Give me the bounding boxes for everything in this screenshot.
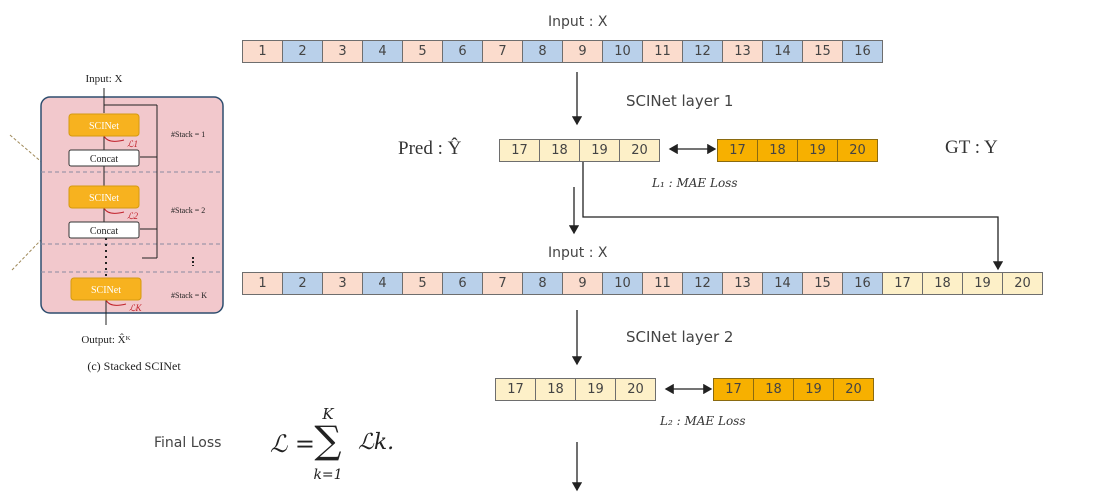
input-label: Input: X: [86, 73, 123, 85]
input-label-middle: Input : X: [548, 245, 608, 261]
sum-upper-limit: K: [322, 405, 334, 423]
sequence-cell: 9: [562, 272, 603, 295]
sequence-cell: 15: [802, 272, 843, 295]
sequence-cell: 7: [482, 40, 523, 63]
stack-2-label: #Stack = 2: [171, 206, 205, 215]
scinet-label: SCINet: [89, 121, 119, 132]
sequence-cell: 12: [682, 272, 723, 295]
sequence-cell: 10: [602, 40, 643, 63]
sequence-cell: 20: [619, 139, 660, 162]
sequence-cell: 3: [322, 272, 363, 295]
sequence-cell: 19: [797, 139, 838, 162]
sequence-cell: 15: [802, 40, 843, 63]
loss-arrow: [103, 207, 125, 214]
scinet-block-1: [68, 113, 140, 137]
sequence-cell: 19: [962, 272, 1003, 295]
loss-1-label: L₁ : MAE Loss: [652, 176, 738, 190]
sequence-cell: 18: [539, 139, 580, 162]
sequence-cell: 12: [682, 40, 723, 63]
flow-lines: [103, 88, 158, 325]
scinet-layer-2-label: SCINet layer 2: [626, 328, 734, 346]
formula-lhs: ℒ =: [270, 430, 316, 458]
sequence-cell: 6: [442, 40, 483, 63]
sequence-cell: 7: [482, 272, 523, 295]
sum-symbol: ∑: [314, 418, 342, 462]
flow-arrows: [568, 72, 1004, 492]
sequence-cell: 13: [722, 40, 763, 63]
sequence-cell: 19: [793, 378, 834, 401]
final-loss-label: Final Loss: [154, 435, 222, 451]
sequence-cell: 20: [837, 139, 878, 162]
sequence-cell: 20: [833, 378, 874, 401]
sequence-cell: 3: [322, 40, 363, 63]
loss-k-label: ℒK: [129, 303, 142, 313]
sequence-cell: 19: [579, 139, 620, 162]
loss-2-label: L₂ : MAE Loss: [660, 414, 746, 428]
sequence-cell: 9: [562, 40, 603, 63]
sequence-cell: 5: [402, 40, 443, 63]
sum-lower-limit: k=1: [313, 467, 343, 483]
sequence-cell: 18: [922, 272, 963, 295]
sequence-cell: 17: [499, 139, 540, 162]
stack-1-label: #Stack = 1: [171, 130, 205, 139]
sequence-cell: 8: [522, 272, 563, 295]
sequence-cell: 14: [762, 40, 803, 63]
sequence-cell: 1: [242, 272, 283, 295]
loss-arrow: [105, 299, 127, 306]
final-loss-formula: ℒ = K ∑ k=1 ℒk.: [268, 405, 428, 495]
concat-label: Concat: [90, 226, 119, 237]
concat-block-1: [68, 149, 140, 167]
sequence-cell: 11: [642, 272, 683, 295]
scinet-label: SCINet: [89, 193, 119, 204]
concat-label: Concat: [90, 154, 119, 165]
output-label: Output: X̂ᴷ: [81, 333, 130, 346]
formula-term: ℒk.: [358, 430, 395, 455]
scinet-layer-1-label: SCINet layer 1: [626, 92, 734, 110]
sequence-cell: 17: [882, 272, 923, 295]
figure-caption: (c) Stacked SCINet: [87, 359, 181, 373]
sequence-cell: 4: [362, 40, 403, 63]
loss-1-label: ℒ1: [127, 139, 138, 149]
sequence-cell: 18: [757, 139, 798, 162]
sequence-cell: 2: [282, 272, 323, 295]
sequence-cell: 6: [442, 272, 483, 295]
sequence-cell: 5: [402, 272, 443, 295]
sequence-cell: 19: [575, 378, 616, 401]
sequence-cell: 16: [842, 272, 883, 295]
sequence-cell: 17: [495, 378, 536, 401]
sequence-cell: 13: [722, 272, 763, 295]
concat-block-2: [68, 221, 140, 239]
sequence-cell: 1: [242, 40, 283, 63]
sequence-cell: 18: [535, 378, 576, 401]
loss-2-label: ℒ2: [127, 211, 138, 221]
sequence-cell: 14: [762, 272, 803, 295]
sequence-cell: 10: [602, 272, 643, 295]
sequence-cell: 11: [642, 40, 683, 63]
sequence-cell: 4: [362, 272, 403, 295]
pred-label: Pred : Ŷ: [398, 138, 462, 159]
sequence-cell: 20: [615, 378, 656, 401]
input-label-top: Input : X: [548, 14, 608, 30]
gt-label: GT : Y: [945, 137, 998, 158]
scinet-block-2: [68, 185, 140, 209]
sequence-cell: 17: [717, 139, 758, 162]
sequence-cell: 17: [713, 378, 754, 401]
sequence-cell: 16: [842, 40, 883, 63]
sequence-cell: 20: [1002, 272, 1043, 295]
sequence-cell: 2: [282, 40, 323, 63]
sequence-cell: 18: [753, 378, 794, 401]
scinet-label: SCINet: [91, 285, 121, 296]
loss-arrow: [103, 135, 125, 142]
scinet-block-k: [70, 277, 142, 301]
stack-k-label: #Stack = K: [171, 291, 207, 300]
sequence-cell: 8: [522, 40, 563, 63]
